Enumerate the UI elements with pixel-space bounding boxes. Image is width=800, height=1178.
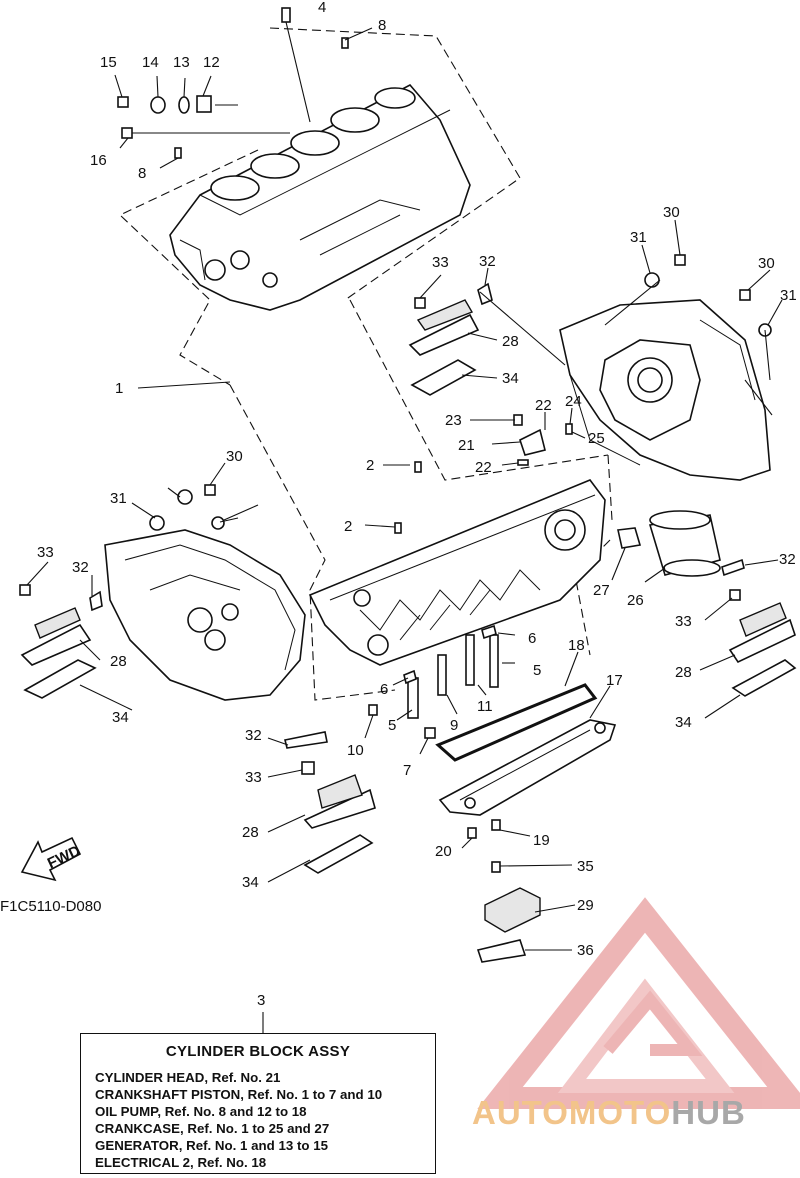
callout-16: 16 (90, 152, 107, 169)
callout-2: 2 (344, 518, 352, 535)
watermark-text: AUTOMOTOHUB (472, 1094, 746, 1132)
callout-14: 14 (142, 54, 159, 71)
callout-11: 11 (477, 698, 493, 715)
leader-lines (26, 27, 783, 1033)
callout-23: 23 (445, 412, 462, 429)
fasteners (19, 7, 772, 873)
watermark-brand-part1: AUTOMOTO (472, 1094, 672, 1131)
callout-numbers: 1 2 2 3 4 5 5 6 6 7 8 8 9 10 11 12 13 14… (37, 0, 797, 1009)
callout-2: 2 (366, 457, 374, 474)
gaskets-34 (23, 359, 797, 874)
callout-28: 28 (242, 824, 259, 841)
callout-30: 30 (758, 255, 775, 272)
legend-line: OIL PUMP, Ref. No. 8 and 12 to 18 (95, 1104, 307, 1119)
callout-22: 22 (535, 397, 552, 414)
callout-33: 33 (37, 544, 54, 561)
callout-19: 19 (533, 832, 550, 849)
callout-7: 7 (403, 762, 411, 779)
callout-25: 25 (588, 430, 605, 447)
callout-15: 15 (100, 54, 117, 71)
callout-33: 33 (245, 769, 262, 786)
callout-28: 28 (110, 653, 127, 670)
callout-20: 20 (435, 843, 452, 860)
callout-32: 32 (479, 253, 496, 270)
bracket-28-bottom (303, 774, 376, 829)
generator-cover-right (559, 299, 771, 481)
bracket-28-right (728, 602, 796, 664)
legend-line: ELECTRICAL 2, Ref. No. 18 (95, 1155, 267, 1170)
generator-cover-left (104, 529, 306, 701)
callout-17: 17 (606, 672, 623, 689)
legend-lines: CYLINDER HEAD, Ref. No. 21 CRANKSHAFT PI… (95, 1069, 435, 1171)
callout-5: 5 (533, 662, 541, 679)
union-bolt (617, 527, 642, 549)
oil-filter (648, 510, 721, 577)
callout-10: 10 (347, 742, 364, 759)
callout-8: 8 (138, 165, 146, 182)
callout-30: 30 (663, 204, 680, 221)
callout-27: 27 (593, 582, 610, 599)
callout-6: 6 (380, 681, 388, 698)
callout-34: 34 (112, 709, 129, 726)
legend-box: CYLINDER BLOCK ASSY CYLINDER HEAD, Ref. … (80, 1033, 436, 1174)
fwd-arrow: FWD (20, 836, 83, 882)
callout-22: 22 (475, 459, 492, 476)
callout-1: 1 (115, 380, 123, 397)
legend-line: CRANKSHAFT PISTON, Ref. No. 1 to 7 and 1… (95, 1087, 383, 1102)
callout-31: 31 (110, 490, 127, 507)
callout-30: 30 (226, 448, 243, 465)
watermark-brand-part2: HUB (671, 1094, 746, 1131)
legend-line: GENERATOR, Ref. No. 1 and 13 to 15 (95, 1138, 328, 1153)
callout-3: 3 (257, 992, 265, 1009)
callout-28: 28 (675, 664, 692, 681)
callout-12: 12 (203, 54, 220, 71)
callout-32: 32 (245, 727, 262, 744)
callout-34: 34 (675, 714, 692, 731)
callout-29: 29 (577, 897, 594, 914)
oil-pump-gasket (435, 683, 598, 762)
callout-36: 36 (577, 942, 594, 959)
callout-5: 5 (388, 717, 396, 734)
diagram-code: F1C5110-D080 (0, 898, 102, 915)
callout-34: 34 (502, 370, 519, 387)
callout-33: 33 (432, 254, 449, 271)
bracket-29 (484, 887, 541, 933)
oil-strainer-cover (438, 719, 617, 816)
callout-21: 21 (458, 437, 475, 454)
legend-line: CYLINDER HEAD, Ref. No. 21 (95, 1070, 281, 1085)
callout-8: 8 (378, 17, 386, 34)
callout-32: 32 (72, 559, 89, 576)
legend-line: CRANKCASE, Ref. No. 1 to 25 and 27 (95, 1121, 330, 1136)
callout-4: 4 (318, 0, 326, 16)
callout-18: 18 (568, 637, 585, 654)
callout-33: 33 (675, 613, 692, 630)
callout-31: 31 (780, 287, 797, 304)
cylinder-head (169, 83, 471, 311)
legend-title: CYLINDER BLOCK ASSY (165, 1043, 351, 1060)
bracket-28-left (20, 607, 92, 666)
callout-26: 26 (627, 592, 644, 609)
crankcase (308, 479, 606, 666)
callout-35: 35 (577, 858, 594, 875)
callout-28: 28 (502, 333, 519, 350)
callout-13: 13 (173, 54, 190, 71)
bracket-28-top (408, 299, 480, 356)
callout-6: 6 (528, 630, 536, 647)
callout-9: 9 (450, 717, 458, 734)
callout-34: 34 (242, 874, 259, 891)
callout-32: 32 (779, 551, 796, 568)
watermark-logo (477, 897, 800, 1109)
callout-24: 24 (565, 393, 582, 410)
callout-31: 31 (630, 229, 647, 246)
plate-36 (476, 939, 527, 963)
